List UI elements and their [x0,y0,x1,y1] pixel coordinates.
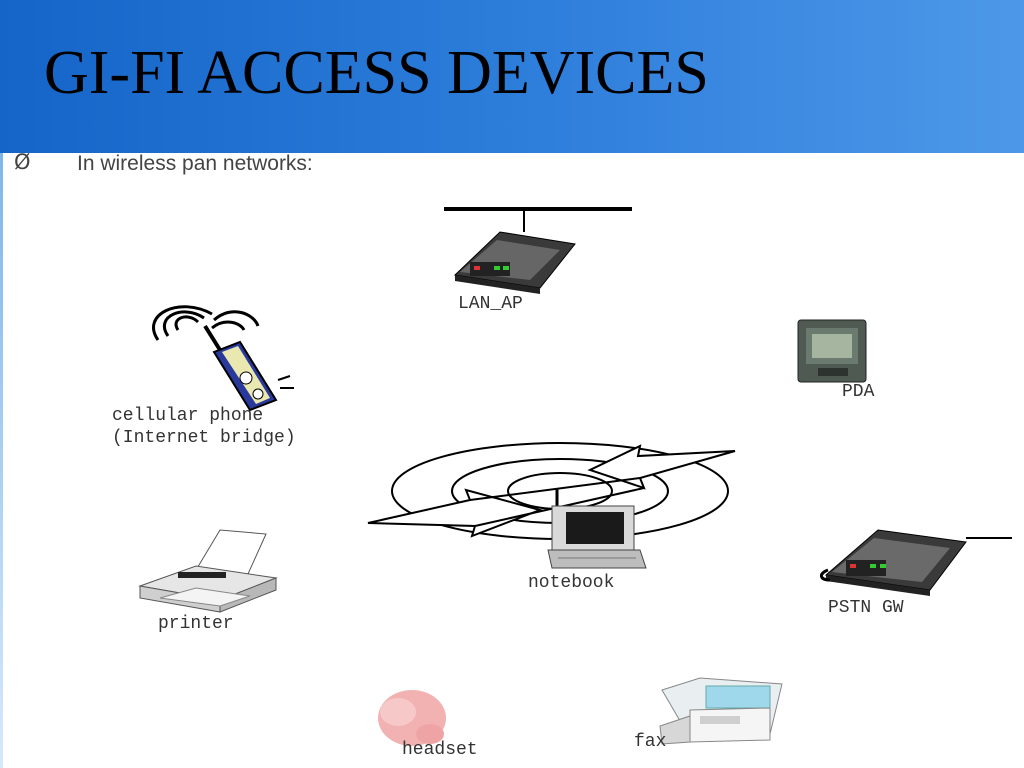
lan-ap-icon [444,207,632,294]
left-edge-accent [0,153,3,768]
slide-subtitle: In wireless pan networks: [77,152,313,175]
slide-title: GI-FI ACCESS DEVICES [44,39,709,107]
cellular-phone-icon [152,305,294,412]
lan-ap-label: LAN_AP [458,294,523,314]
fax-label: fax [634,732,667,752]
wireless-signal-rings [367,442,736,540]
printer-label: printer [158,614,234,634]
pda-label: PDA [842,382,875,402]
cellular-phone-label-line2: (Internet bridge) [112,428,296,448]
pstn-gw-label: PSTN GW [828,598,904,618]
headset-icon [378,690,446,746]
bullet-icon: Ø [14,150,31,174]
pstn-gateway-icon [820,529,1012,596]
title-banner [0,0,1024,153]
printer-icon [138,529,278,613]
notebook-icon [547,488,647,569]
headset-label: headset [402,740,478,760]
fax-icon [659,677,783,745]
cellular-phone-label-line1: cellular phone [112,406,264,426]
notebook-label: notebook [528,573,615,593]
pda-icon [797,319,867,383]
